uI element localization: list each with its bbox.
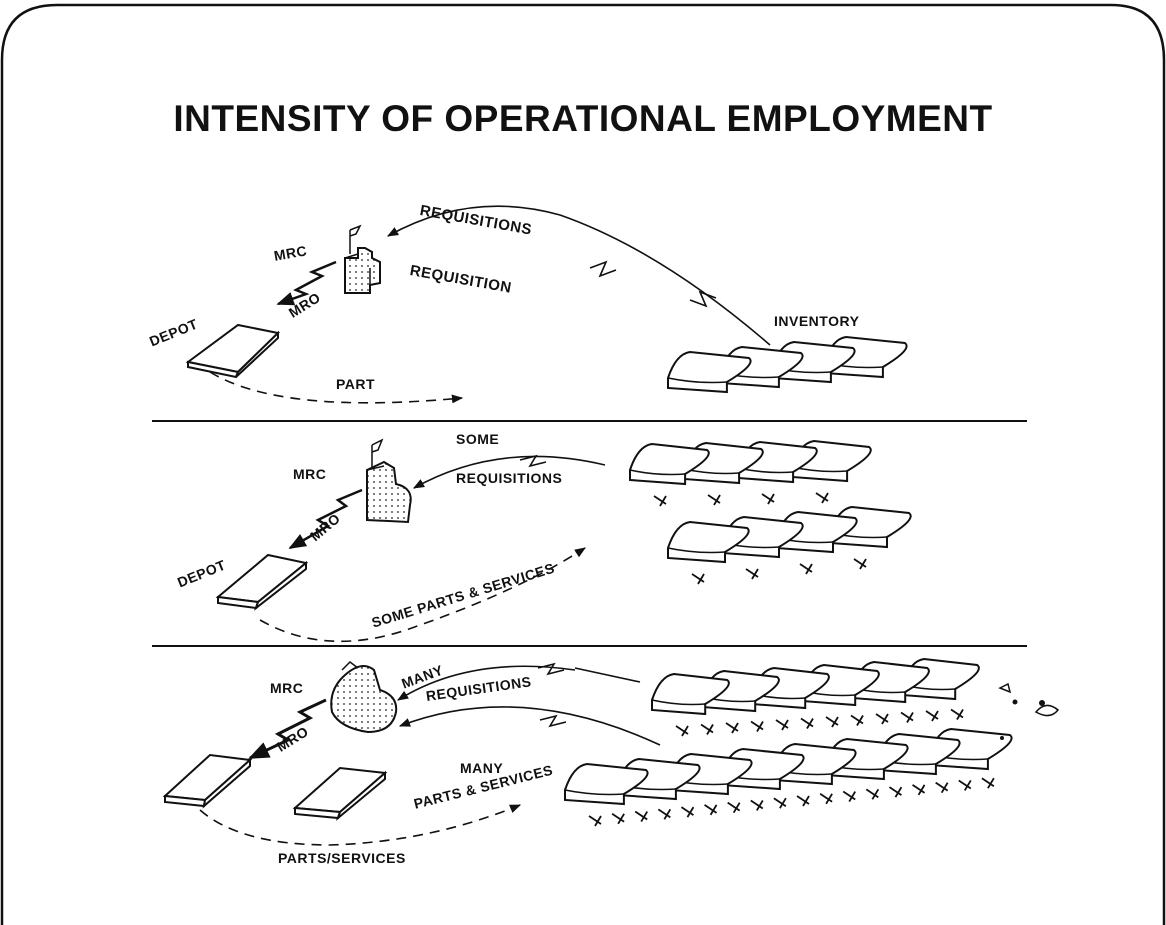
panel-1-art (185, 205, 908, 404)
parts-services-arrow (259, 547, 586, 643)
label-some: SOME (456, 431, 500, 447)
aircraft-icon (865, 788, 880, 800)
aircraft-icon (825, 716, 839, 728)
command-building-icon (344, 224, 381, 294)
aircraft-icon (727, 801, 741, 814)
command-building-icon (366, 438, 412, 524)
aircraft-icon (680, 806, 695, 818)
aircraft-icon (853, 558, 867, 570)
inventory-hangars (651, 657, 980, 737)
label-part: PART (336, 376, 376, 392)
depot-pad-icon (215, 553, 309, 611)
hangar-icon (667, 350, 752, 394)
aircraft-icon (958, 779, 972, 791)
misc-debris (998, 682, 1060, 740)
aircraft-icon (750, 799, 764, 811)
hangar-icon (564, 762, 649, 806)
aircraft-icon (707, 494, 721, 506)
panel-2-art (215, 438, 912, 643)
aircraft-icon (588, 815, 602, 827)
aircraft-icon (675, 725, 689, 737)
label-inventory: INVENTORY (774, 313, 860, 329)
mrc-signal (288, 488, 363, 550)
aircraft-icon (900, 711, 914, 723)
hangar-icon (667, 520, 750, 564)
part-arrow (209, 371, 464, 404)
aircraft-icon (773, 797, 787, 809)
aircraft-icon (761, 493, 775, 505)
aircraft-icon (981, 777, 995, 789)
aircraft-icon (611, 813, 625, 825)
aircraft-icon (657, 808, 672, 820)
label-parts-services: PARTS/SERVICES (278, 850, 406, 866)
aircraft-icon (799, 563, 813, 575)
aircraft-icon (725, 722, 739, 734)
page-title: INTENSITY OF OPERATIONAL EMPLOYMENT (173, 98, 993, 139)
aircraft-icon (750, 720, 764, 732)
aircraft-icon (634, 810, 648, 823)
aircraft-icon (842, 790, 856, 803)
inventory-hangars (629, 439, 872, 507)
label-requisitions: REQUISITIONS (456, 470, 563, 486)
aircraft-icon (888, 786, 903, 798)
aircraft-icon (925, 710, 939, 722)
aircraft-icon (819, 793, 833, 805)
label-many-parts: MANY (460, 760, 504, 776)
hangar-icon (651, 672, 730, 716)
aircraft-icon (912, 784, 926, 796)
aircraft-icon (691, 573, 705, 585)
mrc-signal (276, 260, 337, 306)
aircraft-icon (875, 713, 889, 725)
depot-pad-icon (162, 753, 253, 809)
inventory-hangars (564, 727, 1013, 827)
requisitions-arc (398, 706, 661, 746)
aircraft-icon (796, 795, 810, 807)
mrc-signal (248, 698, 327, 760)
requisitions-arc (397, 665, 576, 701)
parts-services-arrow (199, 804, 522, 846)
label-mrc: MRC (293, 466, 327, 482)
requisitions-arc (413, 455, 606, 489)
inventory-hangars (667, 335, 908, 394)
hangar-icon (629, 442, 710, 486)
aircraft-icon (800, 717, 814, 729)
command-building-icon (330, 661, 398, 734)
panel-3-art (162, 657, 1060, 846)
slide-frame (0, 3, 1166, 925)
label-mrc: MRC (270, 680, 304, 696)
aircraft-icon (745, 568, 759, 580)
aircraft-icon (700, 723, 714, 735)
depot-pad-icon (185, 323, 281, 379)
aircraft-icon (775, 719, 789, 731)
aircraft-icon (950, 708, 964, 720)
inventory-hangars (667, 505, 912, 585)
aircraft-icon (653, 495, 667, 507)
depot-pad-icon (292, 766, 388, 822)
aircraft-icon (815, 492, 829, 504)
aircraft-icon (935, 781, 949, 794)
aircraft-icon (704, 804, 718, 816)
aircraft-icon (850, 714, 864, 726)
